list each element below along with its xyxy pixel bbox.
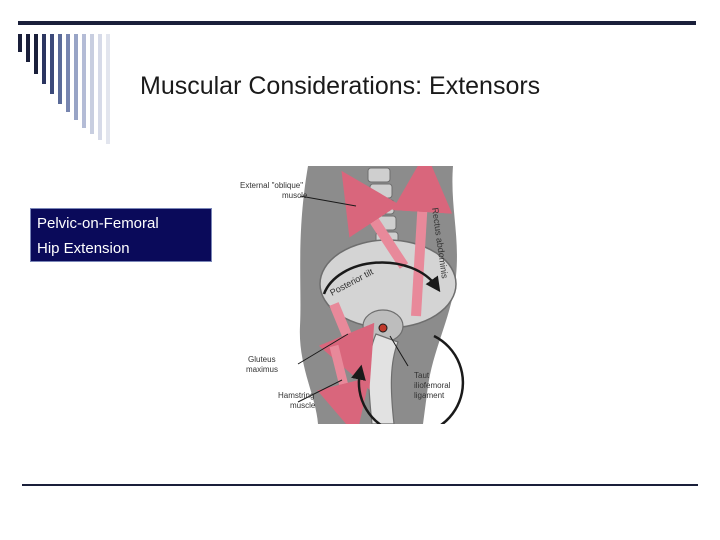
label-external-oblique-line1: External "oblique" xyxy=(240,181,303,190)
slide-title: Muscular Considerations: Extensors xyxy=(140,72,541,100)
rotation-circle-arc xyxy=(351,334,465,424)
label-hamstring-line1: Hamstring xyxy=(278,391,314,400)
caption-line-1: Pelvic-on-Femoral xyxy=(37,215,159,232)
leader-lines xyxy=(297,195,409,403)
bottom-rule xyxy=(22,484,698,486)
pelvis-diagram: External "oblique" muscle Rectus abdomin… xyxy=(240,166,465,424)
decorative-bars xyxy=(18,34,128,146)
anatomy-illustration: External "oblique" muscle Rectus abdomin… xyxy=(238,166,503,424)
label-gluteus-line1: Gluteus xyxy=(248,355,276,364)
label-hamstring-line2: muscle xyxy=(290,401,316,410)
gluteus-maximus-arrow xyxy=(318,302,375,390)
hip-axis-point xyxy=(378,323,388,333)
top-rule xyxy=(18,21,696,25)
figure-caption-box: Pelvic-on-Femoral Hip Extension xyxy=(30,208,212,262)
label-taut-line1: Taut xyxy=(414,371,430,380)
caption-line-2: Hip Extension xyxy=(37,240,130,257)
label-taut-line3: ligament xyxy=(414,391,445,400)
posterior-tilt-arc xyxy=(322,261,441,295)
label-taut-line2: iliofemoral xyxy=(414,381,451,390)
hamstring-arrow xyxy=(317,344,370,424)
label-external-oblique-line2: muscle xyxy=(282,191,308,200)
label-gluteus-line2: maximus xyxy=(246,365,278,374)
rectus-abdominis-arrow xyxy=(392,166,453,317)
external-oblique-arrow xyxy=(341,170,409,269)
